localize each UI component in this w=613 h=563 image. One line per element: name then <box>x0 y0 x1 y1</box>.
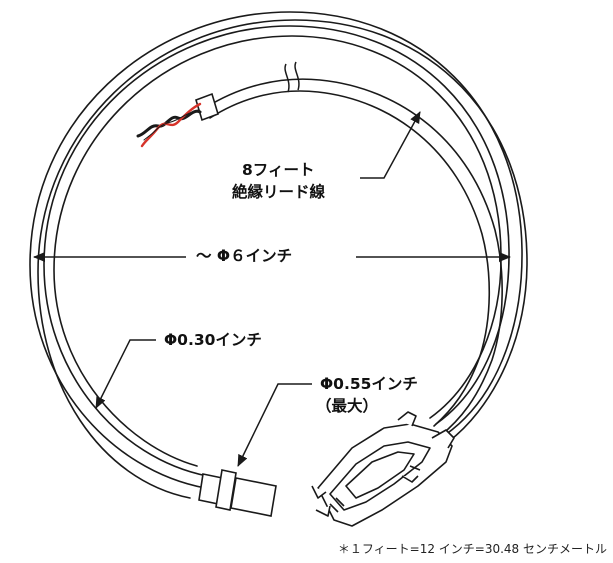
connector-diameter-label: Φ0.55インチ <box>320 374 418 394</box>
twisted-lead-wires <box>136 102 202 148</box>
cable-diameter-leader <box>95 339 156 409</box>
dimension-lines <box>33 111 511 467</box>
cable-ferrule <box>198 469 277 517</box>
lead-wire-length-label: 8フィート <box>242 160 315 180</box>
coil-diameter-label: ～ Φ６インチ <box>196 246 293 266</box>
connector-diameter-note: （最大） <box>316 396 379 416</box>
unit-footnote: ＊１フィート=12 インチ=30.48 センチメートル <box>337 542 607 556</box>
connector-body <box>311 411 455 527</box>
lead-length-leader <box>360 111 421 179</box>
sheath-end <box>195 92 219 122</box>
cable-break-symbol <box>284 61 300 93</box>
cable-diameter-label: Φ0.30インチ <box>164 330 262 350</box>
connector-diameter-leader <box>237 383 312 467</box>
lead-wire-type-label: 絶縁リード線 <box>232 182 326 202</box>
